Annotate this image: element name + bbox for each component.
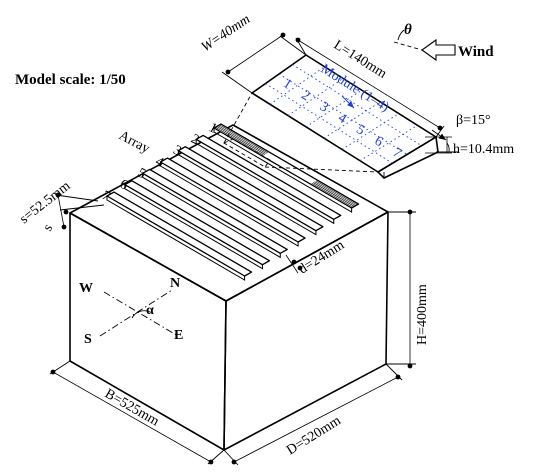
array-row xyxy=(142,168,288,259)
array-row-edge xyxy=(177,150,317,236)
array-row-hatch xyxy=(310,183,352,209)
array-row-hatch xyxy=(312,182,355,207)
theta-label: θ xyxy=(404,22,412,38)
array-row-hatch xyxy=(314,181,356,206)
dim-width xyxy=(221,32,307,94)
array-label: Array xyxy=(116,128,152,157)
array-row xyxy=(177,146,324,236)
array-row-hatch xyxy=(220,123,270,153)
dim-s xyxy=(55,192,105,230)
array-row xyxy=(159,157,306,247)
module-number: 7 xyxy=(390,145,404,161)
wind-arrow xyxy=(393,29,456,62)
compass-e: E xyxy=(174,328,183,343)
array-row-hatch xyxy=(219,124,268,154)
compass-s: S xyxy=(84,332,92,347)
module-number: 1 xyxy=(280,76,294,92)
zoom-connectors xyxy=(223,92,379,173)
array-row-panel xyxy=(195,134,342,220)
compass-w: W xyxy=(79,281,93,296)
dim-B xyxy=(49,360,225,465)
module-number: 3 xyxy=(317,99,331,115)
width-label: W=40mm xyxy=(199,12,253,55)
array-rows xyxy=(106,123,360,281)
module-divider xyxy=(359,124,418,162)
spacing-short-label: s xyxy=(40,222,56,234)
dim-H xyxy=(386,209,416,369)
module-divider xyxy=(292,64,422,147)
array-row-edge xyxy=(195,139,335,225)
array-row-panel xyxy=(177,146,324,232)
array-row-edge xyxy=(124,184,263,270)
array-row-edge xyxy=(106,196,246,281)
h-label: h=10.4mm xyxy=(453,142,514,157)
spacing-label: s=52.5mm xyxy=(17,179,73,228)
dim-D xyxy=(223,363,403,466)
module-divider xyxy=(278,73,408,155)
array-row-hatch xyxy=(311,182,354,208)
model-scale-label: Model scale: 1/50 xyxy=(15,72,126,88)
array-row-edge xyxy=(213,128,353,213)
module-number: 5 xyxy=(353,122,367,138)
compass xyxy=(99,289,179,337)
array-row-hatch xyxy=(216,126,266,155)
array-row-panel xyxy=(106,191,253,277)
array-row-hatch xyxy=(315,180,358,206)
module-divider xyxy=(287,78,344,116)
module-pointer xyxy=(341,95,355,109)
array-row-hatch xyxy=(215,126,264,156)
beta-label: β=15° xyxy=(456,113,491,128)
dim-length xyxy=(295,37,445,138)
array-row xyxy=(213,123,360,213)
module-divider xyxy=(269,66,325,105)
wind-label: Wind xyxy=(458,44,494,60)
compass-alpha: α xyxy=(146,303,154,318)
array-row-panel xyxy=(159,157,306,243)
array-row xyxy=(124,180,271,270)
module-number: 6 xyxy=(372,134,386,150)
width-label-text: W=40mm xyxy=(199,12,253,55)
array-row-edge xyxy=(160,162,299,247)
array-row-hatch xyxy=(218,125,267,154)
compass-n: N xyxy=(170,276,180,291)
module-number: 2 xyxy=(299,88,313,104)
array-row-panel xyxy=(124,180,271,266)
array-row-hatch xyxy=(317,179,359,205)
array-row-edge xyxy=(142,173,281,259)
array-row-panel xyxy=(142,168,288,254)
module-number: 4 xyxy=(335,111,349,127)
array-row xyxy=(106,191,253,281)
dim-d xyxy=(285,254,303,274)
H-label: H=400mm xyxy=(415,284,430,345)
array-row xyxy=(195,134,342,225)
